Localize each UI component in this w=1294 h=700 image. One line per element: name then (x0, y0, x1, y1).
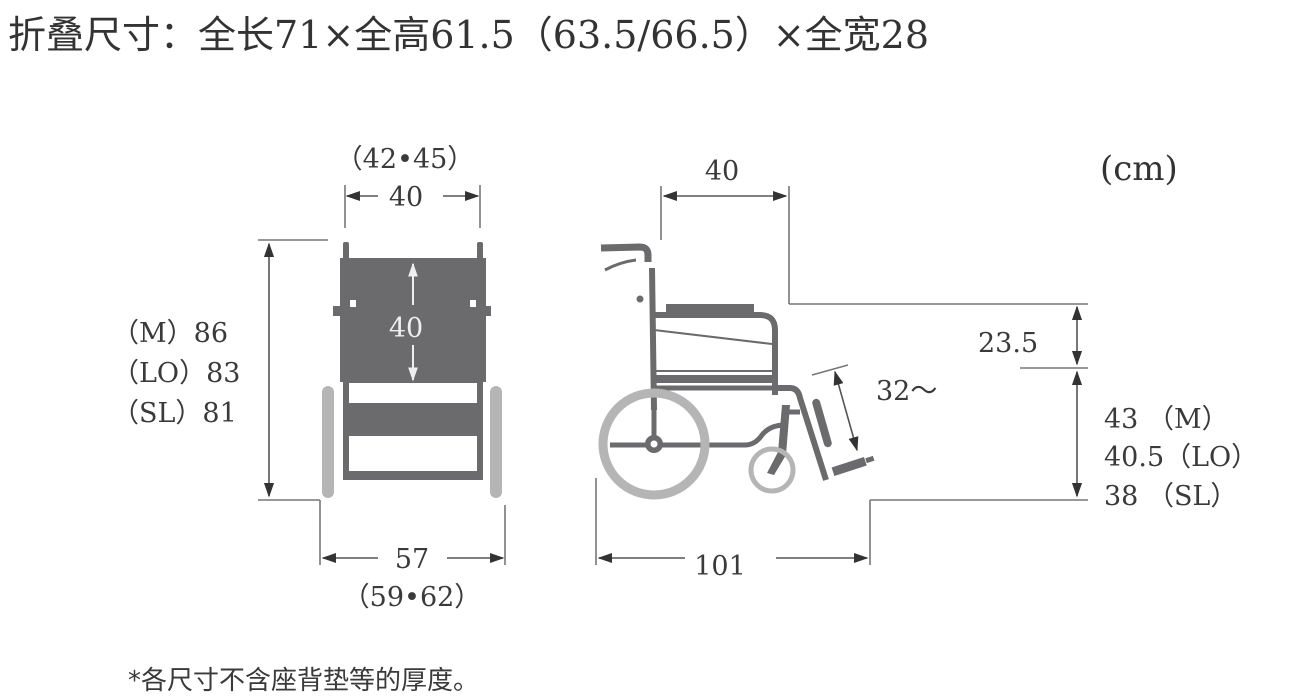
side-view: 40 32～ (595, 156, 1258, 582)
seat-height-sl: 38 （SL） (1104, 481, 1237, 512)
back-height: 40 (389, 313, 423, 344)
overall-height-sl: （SL）81 (112, 398, 237, 429)
seat-depth: 40 (705, 156, 739, 187)
armrest-height: 23.5 (978, 328, 1038, 359)
seat-width: 40 (389, 182, 423, 213)
overall-height-lo: （LO）83 (112, 358, 240, 389)
seat-height-lo: 40.5（LO） (1104, 442, 1258, 473)
overall-width-options: （59•62） (343, 582, 482, 613)
overall-width: 57 (395, 544, 429, 575)
leg-length: 32～ (876, 376, 937, 407)
seat-width-options: （42•45） (336, 144, 475, 175)
overall-height-m: （M）86 (112, 318, 228, 349)
front-view: （42•45） 40 （M）86 （LO）83 （SL）81 40 (112, 144, 506, 613)
seat-height-m: 43 （M） (1104, 404, 1229, 435)
folded-dimensions-title: 折叠尺寸：全长71×全高61.5（63.5/66.5）×全宽28 (8, 13, 930, 57)
footnote: *各尺寸不含座背垫等的厚度。 (128, 666, 480, 696)
unit-label: (cm) (1100, 149, 1178, 189)
overall-length: 101 (694, 551, 746, 582)
